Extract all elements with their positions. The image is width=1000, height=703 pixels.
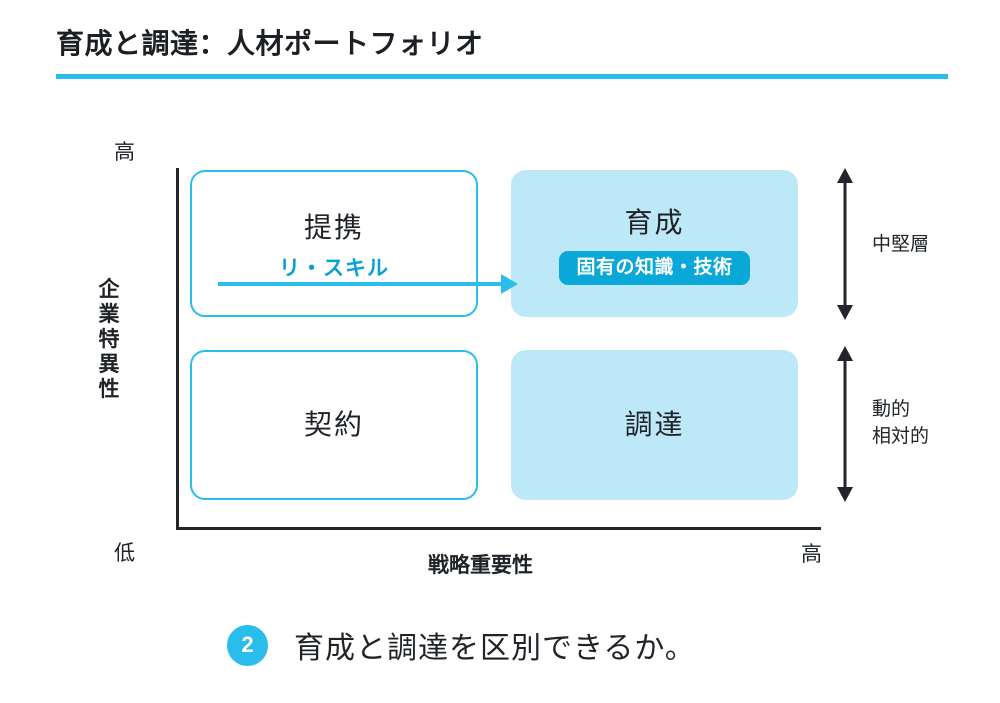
quadrant-develop-badge: 固有の知識・技術 <box>559 250 750 285</box>
quadrant-partnership-label: 提携 <box>303 212 364 243</box>
range-label-core: 中堅層 <box>872 234 930 255</box>
x-axis-high-label: 高 <box>801 543 822 566</box>
x-axis-line <box>176 527 821 530</box>
y-axis-title: 企業特異性 <box>98 278 120 401</box>
quadrant-procure-label: 調達 <box>624 409 685 440</box>
range-label-dynamic-line2: 相対的 <box>872 426 930 447</box>
x-axis-title: 戦略重要性 <box>428 554 533 577</box>
quadrant-contract[interactable]: 契約 <box>190 350 478 500</box>
quadrant-develop-label: 育成 <box>624 206 685 238</box>
quadrant-procure[interactable]: 調達 <box>511 350 798 500</box>
range-arrow-dynamic-icon <box>837 346 853 502</box>
footer-number-badge: 2 <box>227 624 268 666</box>
y-axis-low-label: 低 <box>114 542 135 565</box>
range-label-dynamic-line1: 動的 <box>872 399 911 420</box>
quadrant-partnership[interactable]: 提携 リ・スキル <box>190 170 478 317</box>
range-arrow-core-icon <box>837 168 853 320</box>
y-axis-line <box>176 168 179 530</box>
quadrant-contract-label: 契約 <box>303 409 364 440</box>
range-label-dynamic: 動的 相対的 <box>872 396 929 450</box>
page-title: 育成と調達：人材ポートフォリオ <box>56 28 484 59</box>
quadrant-develop[interactable]: 育成 固有の知識・技術 <box>511 170 798 317</box>
title-underline-rule <box>56 74 948 79</box>
y-axis-high-label: 高 <box>114 141 135 164</box>
footer-callout: 2 育成と調達を区別できるか。 <box>227 623 696 667</box>
footer-text: 育成と調達を区別できるか。 <box>294 632 696 665</box>
quadrant-partnership-sublabel: リ・スキル <box>279 257 389 280</box>
